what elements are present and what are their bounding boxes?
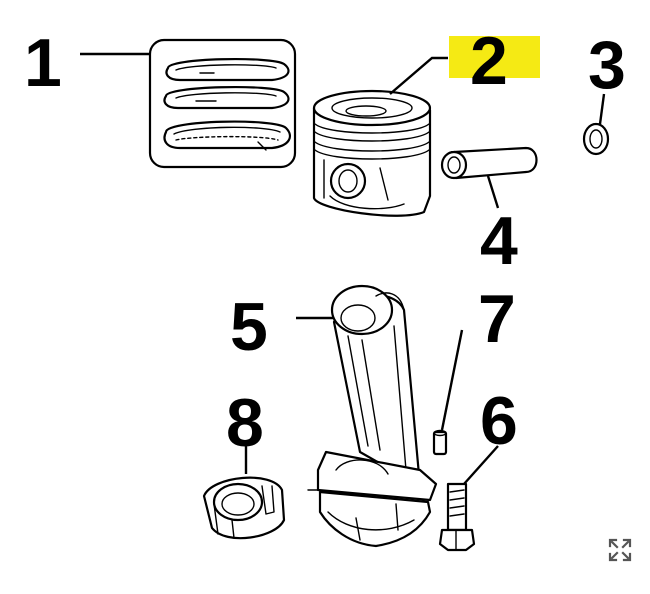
callout-5: 5 [230, 289, 268, 365]
fullscreen-expand-icon [608, 538, 632, 562]
leader-lines [80, 52, 606, 485]
callout-6: 6 [480, 383, 518, 459]
callout-3: 3 [588, 27, 626, 103]
callout-7: 7 [478, 281, 516, 357]
part-2-piston[interactable] [312, 89, 432, 217]
part-7-dowel-pin[interactable] [432, 429, 448, 456]
part-6-rod-bolt[interactable] [438, 482, 476, 552]
part-8-bearing-shells[interactable] [202, 476, 286, 540]
part-4-piston-pin[interactable] [440, 146, 538, 180]
callout-2: 2 [470, 23, 508, 99]
callout-2-highlight [449, 36, 540, 78]
callout-8: 8 [226, 385, 264, 461]
part-3-circlip[interactable] [582, 122, 610, 156]
callout-4: 4 [480, 203, 518, 279]
callout-1: 1 [24, 25, 62, 101]
part-5-connecting-rod[interactable] [307, 284, 438, 548]
callout-labels: 1 2 3 4 5 6 7 8 [24, 23, 626, 461]
part-1-piston-rings[interactable] [148, 38, 297, 169]
expand-button[interactable] [606, 536, 634, 564]
